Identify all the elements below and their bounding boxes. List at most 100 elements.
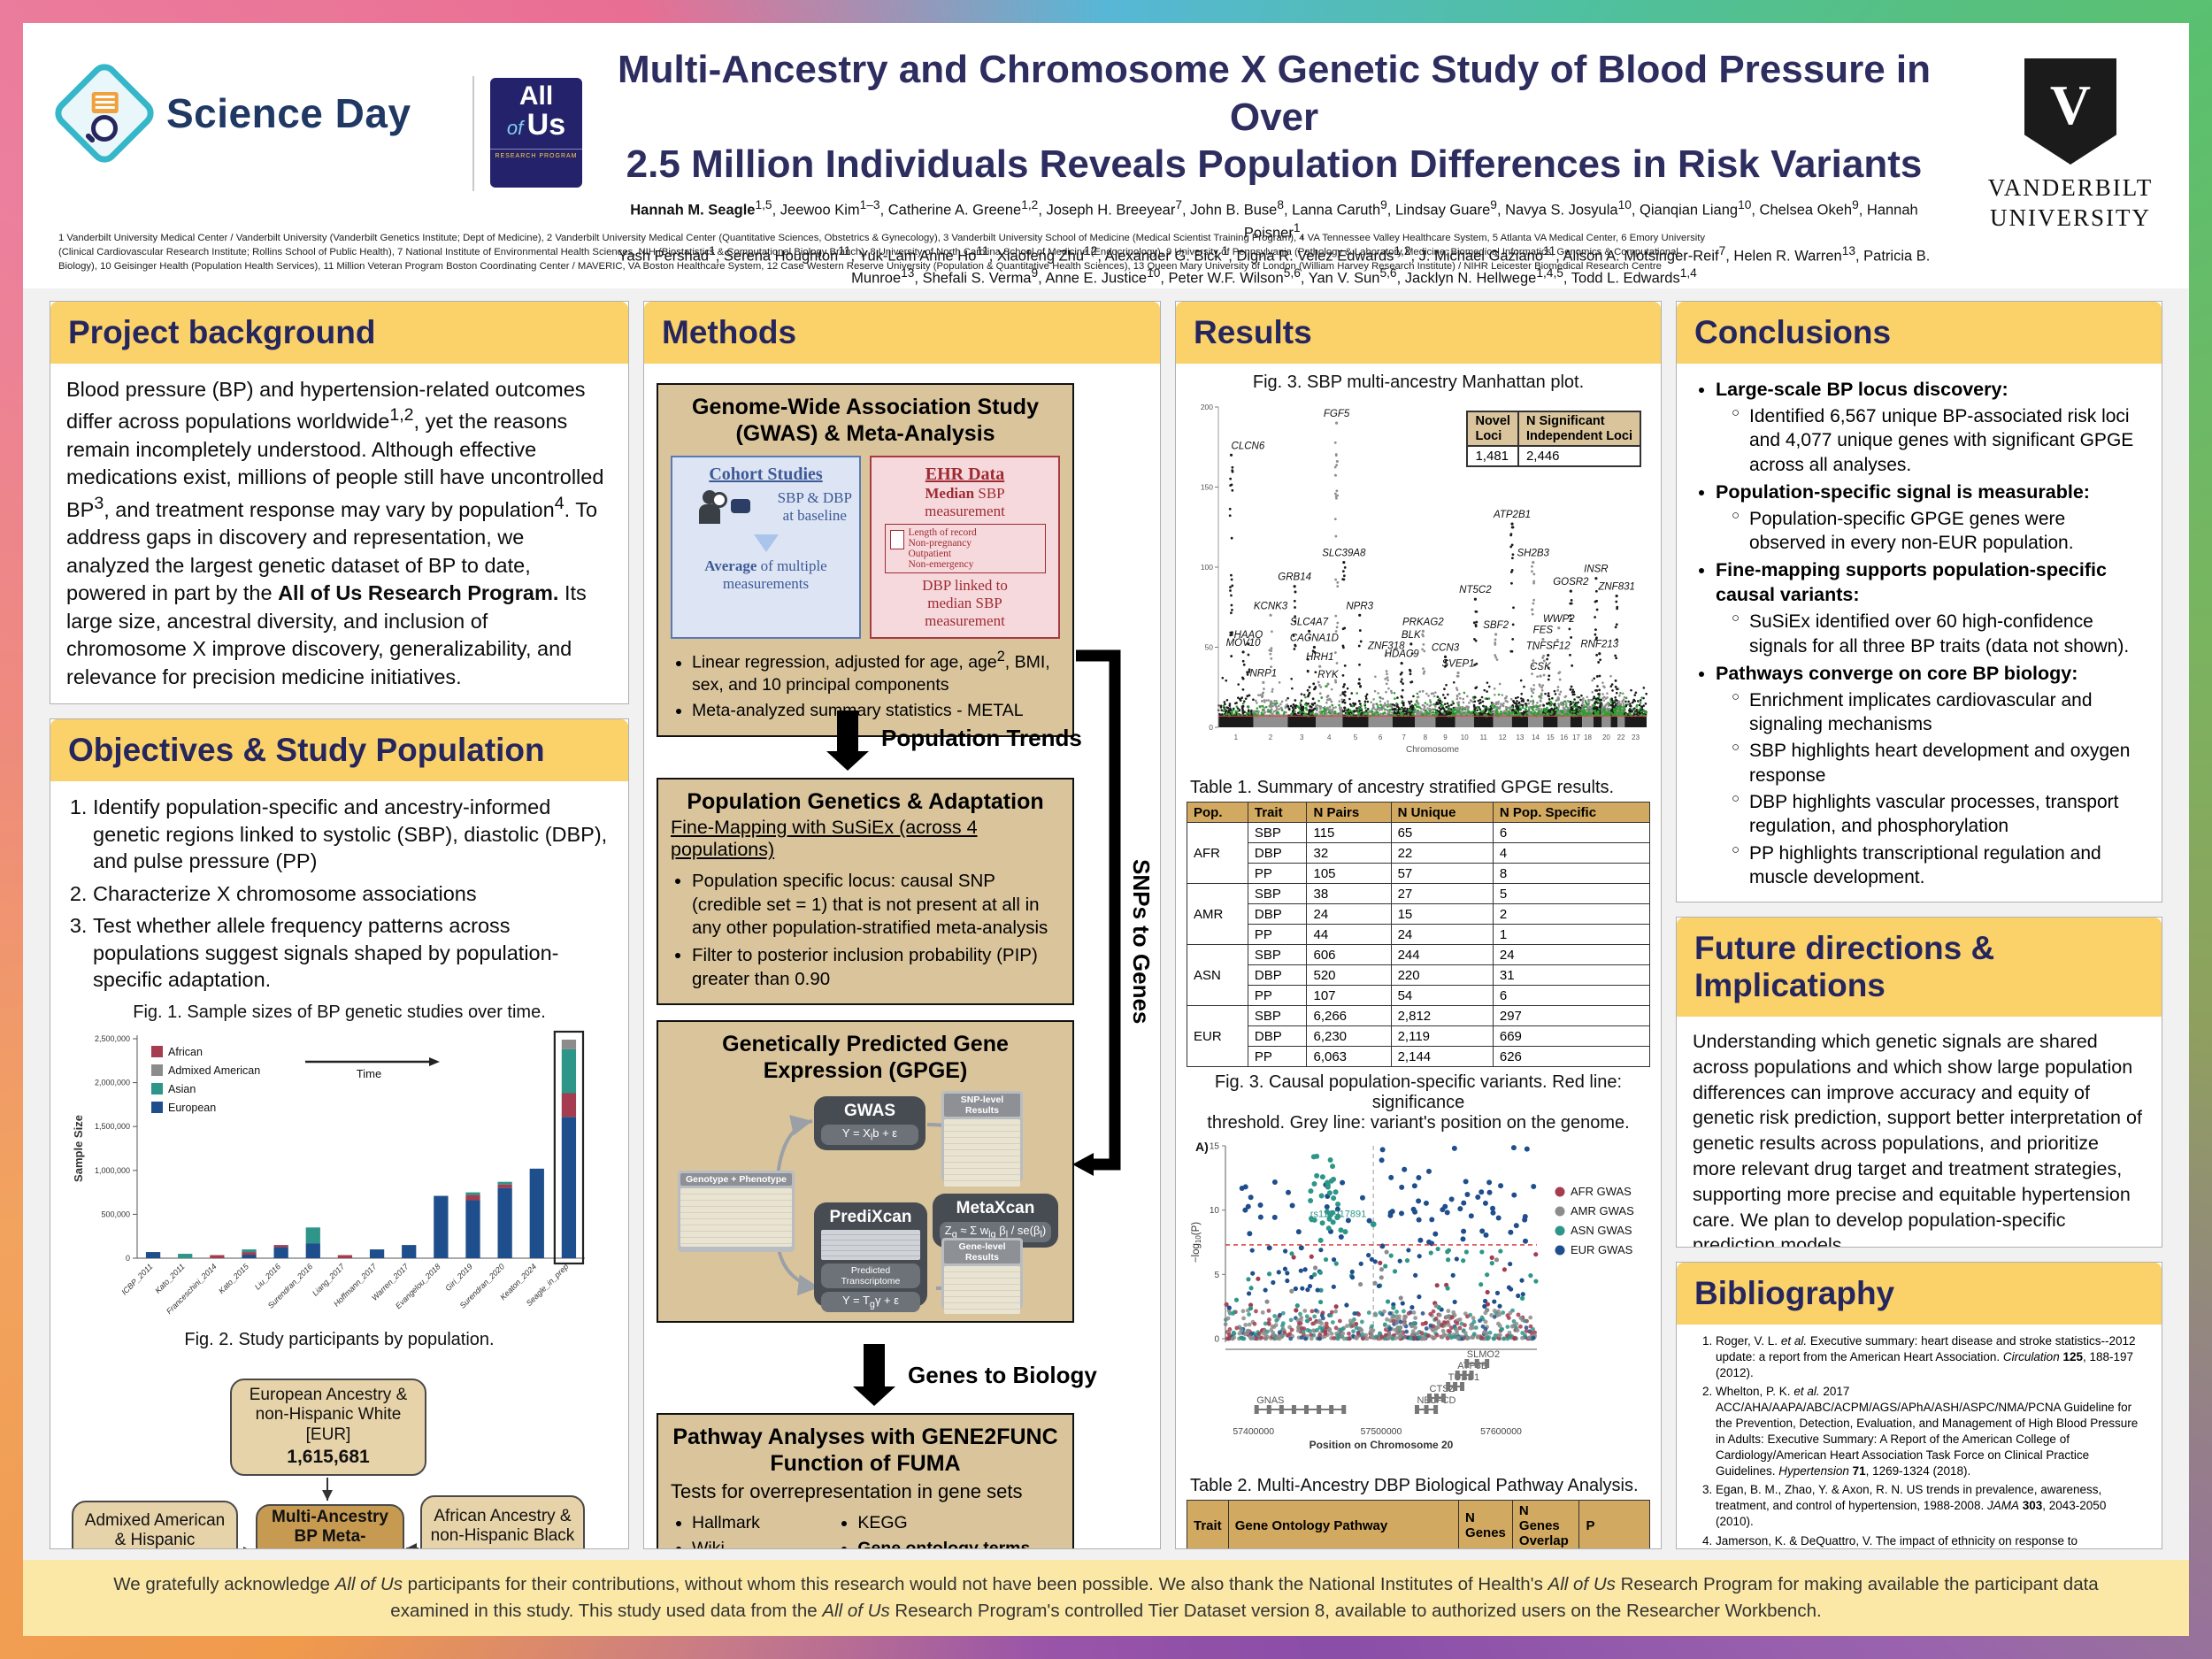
svg-text:13: 13 bbox=[1516, 733, 1524, 741]
all-of-us-sub: RESEARCH PROGRAM bbox=[490, 149, 582, 159]
bp-measurement-icon bbox=[699, 490, 752, 529]
fig2-caption: Fig. 2. Study participants by population… bbox=[184, 1329, 495, 1349]
svg-text:GOSR2: GOSR2 bbox=[1553, 577, 1589, 588]
gwas-node: GWAS Y = Xlb + ε bbox=[814, 1096, 926, 1150]
svg-text:BLK: BLK bbox=[1402, 630, 1422, 641]
table2-caption: Table 2. Multi-Ancestry DBP Biological P… bbox=[1190, 1476, 1639, 1495]
svg-text:SVEP1: SVEP1 bbox=[1442, 658, 1475, 669]
popgen-subtitle: Fine-Mapping with SuSiEx (across 4 popul… bbox=[671, 817, 978, 860]
svg-text:2,000,000: 2,000,000 bbox=[95, 1078, 130, 1087]
svg-text:TNFSF12: TNFSF12 bbox=[1526, 641, 1571, 652]
svg-text:8: 8 bbox=[1424, 733, 1428, 741]
svg-text:HRH1: HRH1 bbox=[1306, 652, 1333, 663]
svg-text:Chromosome: Chromosome bbox=[1406, 745, 1459, 755]
all-of-us-line3: Us bbox=[526, 108, 566, 142]
methods-body: Genome-Wide Association Study(GWAS) & Me… bbox=[644, 364, 1160, 1548]
svg-text:NRP1: NRP1 bbox=[1249, 668, 1277, 679]
svg-text:150: 150 bbox=[1201, 483, 1213, 492]
svg-text:MOV10: MOV10 bbox=[1226, 638, 1262, 649]
svg-text:CACNA1D: CACNA1D bbox=[1290, 634, 1339, 644]
all-of-us-logo: All of Us RESEARCH PROGRAM bbox=[490, 78, 582, 188]
footer-acknowledgment: We gratefully acknowledge All of Us part… bbox=[23, 1560, 2189, 1636]
svg-text:FGF5: FGF5 bbox=[1324, 409, 1350, 419]
svg-text:EUR GWAS: EUR GWAS bbox=[1571, 1243, 1633, 1256]
objectives-title: Objectives & Study Population bbox=[50, 718, 628, 781]
future-panel: Future directions & Implications Underst… bbox=[1676, 917, 2162, 1248]
columns: Project background Blood pressure (BP) a… bbox=[23, 288, 2189, 1560]
list-item: Roger, V. L. et al. Executive summary: h… bbox=[1716, 1333, 2146, 1380]
svg-text:ZNF318: ZNF318 bbox=[1367, 641, 1405, 652]
svg-text:57400000: 57400000 bbox=[1233, 1426, 1274, 1437]
svg-text:18: 18 bbox=[1584, 733, 1592, 741]
science-day-wordmark: Science Day bbox=[166, 90, 411, 136]
svg-text:SLC4A7: SLC4A7 bbox=[1290, 617, 1328, 627]
affiliations-line3: Biology), 10 Geisinger Health (Populatio… bbox=[58, 260, 1662, 272]
svg-text:GNAS: GNAS bbox=[1256, 1395, 1284, 1406]
svg-text:14: 14 bbox=[1532, 733, 1540, 741]
predixcan-node: PrediXcan Predicted Transcriptome Y = Tg… bbox=[814, 1202, 927, 1312]
conclusion-sub-item: Population-specific GPGE genes were obse… bbox=[1732, 507, 2146, 556]
svg-text:Position on Chromosome 20: Position on Chromosome 20 bbox=[1310, 1439, 1454, 1451]
svg-text:ZNF831: ZNF831 bbox=[1597, 582, 1635, 593]
svg-text:4: 4 bbox=[1327, 733, 1332, 741]
conclusion-item: Fine-mapping supports population-specifi… bbox=[1716, 558, 2146, 657]
fig3a-caption: Fig. 3. SBP multi-ancestry Manhattan plo… bbox=[1252, 373, 1585, 392]
svg-text:Kato_2015: Kato_2015 bbox=[217, 1261, 251, 1295]
results-title: Results bbox=[1176, 302, 1661, 364]
methods-panel: Methods Genome-Wide Association Study(GW… bbox=[643, 301, 1161, 1549]
list-item: Linear regression, adjusted for age, age… bbox=[692, 648, 1060, 696]
gwas-bullets: Linear regression, adjusted for age, age… bbox=[671, 648, 1060, 723]
magnifier-icon bbox=[91, 114, 118, 142]
fig1-caption: Fig. 1. Sample sizes of BP genetic studi… bbox=[133, 1002, 546, 1022]
authors-line1: Hannah M. Seagle1,5, Jeewoo Kim1–3, Cath… bbox=[630, 198, 1918, 242]
svg-text:Kato_2011: Kato_2011 bbox=[153, 1262, 186, 1294]
list-item: Gene ontology terms bbox=[857, 1538, 1060, 1548]
svg-text:3: 3 bbox=[1300, 733, 1304, 741]
gene-results-panel: Gene-level Results bbox=[941, 1238, 1023, 1314]
fig2-flowchart: European Ancestry &non-Hispanic White[EU… bbox=[66, 1352, 612, 1548]
svg-text:1,000,000: 1,000,000 bbox=[95, 1166, 130, 1175]
methods-title: Methods bbox=[644, 302, 1160, 364]
svg-text:WWP2: WWP2 bbox=[1543, 614, 1575, 625]
column-4: Conclusions Large-scale BP locus discove… bbox=[1676, 301, 2162, 1549]
svg-text:INSR: INSR bbox=[1584, 565, 1608, 575]
future-text: Understanding which genetic signals are … bbox=[1693, 1031, 2142, 1248]
footer-line1: We gratefully acknowledge All of Us part… bbox=[113, 1574, 2099, 1595]
svg-text:Admixed American: Admixed American bbox=[168, 1064, 260, 1077]
svg-text:7: 7 bbox=[1402, 733, 1406, 741]
references-list: Roger, V. L. et al. Executive summary: h… bbox=[1693, 1333, 2146, 1548]
conclusion-item: Large-scale BP locus discovery:Identifie… bbox=[1716, 378, 2146, 477]
footer-line2: examined in this study. This study used … bbox=[390, 1601, 1822, 1621]
authors-line2: Yash Pershad1, Serena Houghton11, Yuk-La… bbox=[618, 243, 1931, 265]
popgen-box: Population Genetics & Adaptation Fine-Ma… bbox=[657, 778, 1074, 1006]
svg-text:−log10(P): −log10(P) bbox=[1191, 1222, 1202, 1263]
poster-title: Multi-Ancestry and Chromosome X Genetic … bbox=[617, 48, 1931, 187]
svg-text:11: 11 bbox=[1480, 733, 1488, 741]
pathway-bullets-1: HallmarkWiki bbox=[671, 1512, 836, 1548]
genotype-phenotype-panel: Genotype + Phenotype bbox=[678, 1171, 795, 1252]
future-title: Future directions & Implications bbox=[1677, 918, 2162, 1017]
list-item: Whelton, P. K. et al. 2017 ACC/AHA/AAPA/… bbox=[1716, 1384, 2146, 1479]
all-of-us-line1: All bbox=[518, 81, 554, 111]
svg-text:AMR GWAS: AMR GWAS bbox=[1571, 1204, 1634, 1217]
list-item: Wiki bbox=[692, 1538, 836, 1548]
list-item: Test whether allele frequency patterns a… bbox=[93, 912, 612, 994]
pathway-bullets-2: KEGGGene ontology terms bbox=[836, 1512, 1060, 1548]
popgen-bullets: Population specific locus: causal SNP (c… bbox=[671, 870, 1060, 991]
conclusion-sub-item: SuSiEx identified over 60 high-confidenc… bbox=[1732, 610, 2146, 658]
list-item: Identify population-specific and ancestr… bbox=[93, 794, 612, 875]
pathway-subtitle: Tests for overrepresentation in gene set… bbox=[671, 1480, 1023, 1502]
header-divider bbox=[472, 76, 474, 191]
all-of-us-line2: of bbox=[506, 117, 524, 139]
svg-text:KCNK3: KCNK3 bbox=[1254, 601, 1288, 611]
science-day-logo: Science Day bbox=[49, 58, 411, 169]
conclusion-item: Pathways converge on core BP biology:Enr… bbox=[1716, 662, 2146, 889]
results-panel: Results Fig. 3. SBP multi-ancestry Manha… bbox=[1175, 301, 1662, 1549]
conclusion-sub-item: DBP highlights vascular processes, trans… bbox=[1732, 790, 2146, 839]
